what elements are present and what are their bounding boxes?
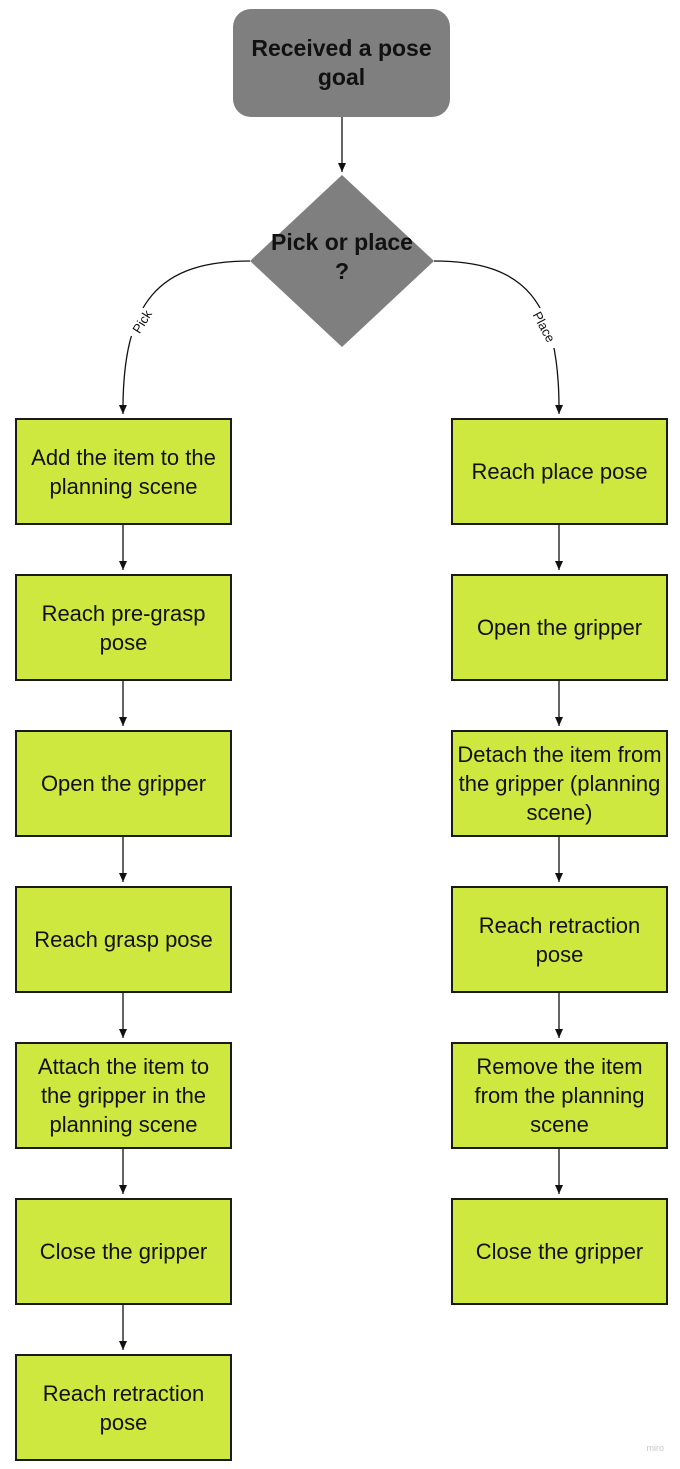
pick-step-label: Reach pre-grasp pose — [41, 600, 206, 655]
place-step-detach-item: Detach the item from the gripper (planni… — [451, 730, 668, 837]
start-node-label: Received a pose goal — [251, 35, 432, 90]
pick-step-label: Reach retraction pose — [42, 1380, 205, 1435]
pick-step-attach-item: Attach the item to the gripper in the pl… — [15, 1042, 232, 1149]
pick-step-reach-retraction: Reach retraction pose — [15, 1354, 232, 1461]
pick-step-label: Attach the item to the gripper in the pl… — [37, 1054, 210, 1137]
pick-step-label: Open the gripper — [40, 771, 207, 796]
place-step-label: Detach the item from the gripper (planni… — [457, 742, 662, 825]
miro-watermark: miro — [646, 1443, 665, 1453]
decision-diamond — [250, 175, 434, 347]
pick-step-open-gripper: Open the gripper — [15, 730, 232, 837]
pick-step-label: Reach grasp pose — [34, 927, 213, 952]
place-step-label: Reach place pose — [471, 459, 648, 484]
pick-step-label: Add the item to the planning scene — [31, 444, 216, 499]
pick-step-reach-pre-grasp: Reach pre-grasp pose — [15, 574, 232, 681]
place-step-reach-place-pose: Reach place pose — [451, 418, 668, 525]
connector-pick-branch — [118, 260, 251, 415]
step-connector-group — [119, 525, 563, 1350]
place-step-label: Close the gripper — [475, 1239, 644, 1264]
pick-step-add-item: Add the item to the planning scene — [15, 418, 232, 525]
start-node: Received a pose goal — [233, 9, 450, 117]
pick-label-bg — [130, 308, 156, 336]
place-step-label: Remove the item from the planning scene — [474, 1054, 645, 1137]
place-step-reach-retraction: Reach retraction pose — [451, 886, 668, 993]
place-step-close-gripper: Close the gripper — [451, 1198, 668, 1305]
connector-place-branch — [433, 260, 564, 415]
decision-label: Pick or place ? — [271, 229, 413, 284]
place-step-remove-item: Remove the item from the planning scene — [451, 1042, 668, 1149]
place-step-label: Reach retraction pose — [478, 912, 641, 967]
pick-step-label: Close the gripper — [39, 1239, 208, 1264]
place-label-bg — [527, 308, 555, 348]
place-step-label: Open the gripper — [476, 615, 643, 640]
pick-step-reach-grasp: Reach grasp pose — [15, 886, 232, 993]
pick-step-close-gripper: Close the gripper — [15, 1198, 232, 1305]
place-step-open-gripper: Open the gripper — [451, 574, 668, 681]
